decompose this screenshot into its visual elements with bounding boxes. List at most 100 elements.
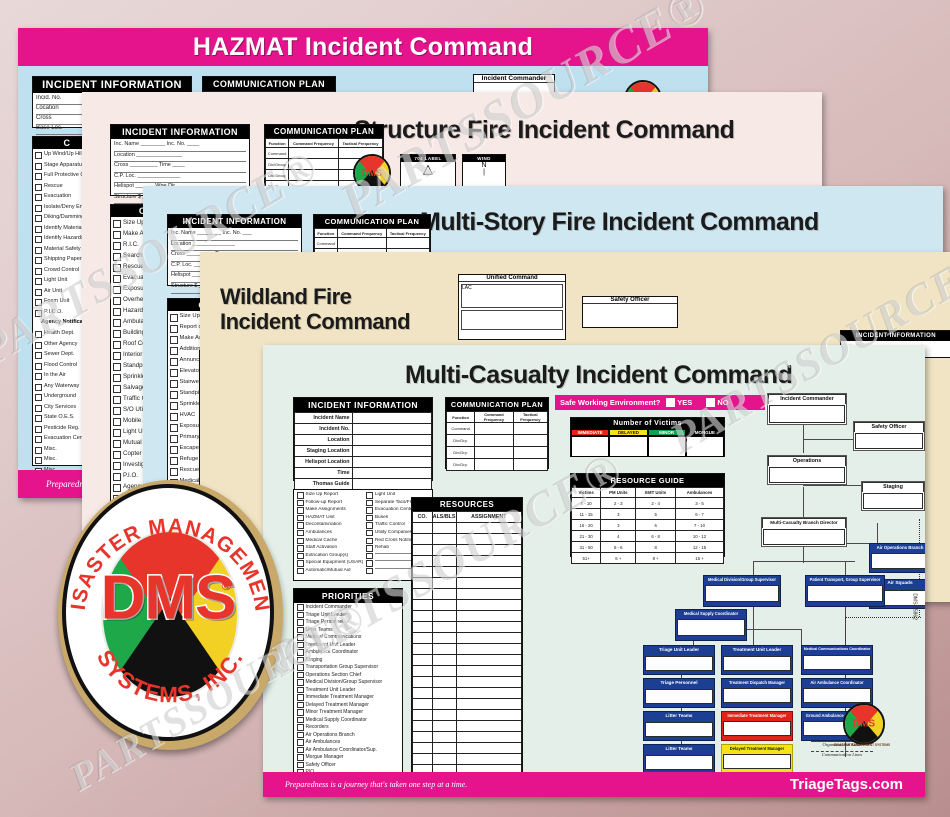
cell[interactable] — [431, 654, 457, 666]
cell[interactable] — [412, 687, 433, 699]
cell[interactable] — [455, 533, 523, 545]
checkbox-row[interactable]: R.I.C. — [113, 241, 185, 252]
cell[interactable] — [455, 610, 523, 622]
org-node-air-operations-branch[interactable]: Air Operations Branch — [869, 543, 925, 573]
checkbox-row[interactable]: Separate Tacs/Freq — [366, 499, 429, 508]
list-item[interactable]: Ambulance Coordinator — [297, 649, 399, 657]
cell[interactable] — [412, 676, 433, 688]
cell[interactable] — [431, 610, 457, 622]
org-node-litter-teams-2[interactable]: Litter Teams — [643, 744, 715, 774]
list-item[interactable]: Transportation Group Supervisor — [297, 664, 399, 672]
cell[interactable] — [455, 643, 523, 655]
checkbox-row[interactable]: Any Waterway — [35, 383, 99, 394]
checkbox-row[interactable]: Annunciator — [170, 357, 246, 368]
field-value[interactable] — [351, 423, 433, 435]
node-field[interactable] — [807, 585, 883, 603]
checkbox-row[interactable]: Mutual Aid — [113, 439, 185, 450]
cell[interactable] — [431, 676, 457, 688]
cell[interactable] — [431, 720, 457, 732]
checkbox-row[interactable]: Foam Unit — [35, 298, 99, 309]
table-row[interactable] — [412, 742, 523, 754]
checkbox-row[interactable]: Light Unit — [35, 277, 99, 288]
cell[interactable] — [455, 544, 523, 556]
table-row[interactable] — [412, 709, 523, 721]
cell[interactable] — [512, 446, 549, 459]
cell[interactable] — [412, 522, 433, 534]
checkbox-row[interactable]: Copter — [113, 450, 185, 461]
checkbox-row[interactable]: Isolate/Deny Entry — [35, 204, 99, 215]
org-node-treatment-unit-leader[interactable]: Treatment Unit Leader — [721, 645, 793, 675]
checkbox-row[interactable]: City Services — [35, 404, 99, 415]
checkbox-row[interactable]: Sprinklers — [170, 401, 246, 412]
cell[interactable] — [412, 621, 433, 633]
cell[interactable] — [431, 753, 457, 765]
node-field[interactable] — [645, 655, 713, 671]
checkbox-row[interactable]: Traffic Control — [113, 395, 185, 406]
checkbox-row[interactable]: Sewer Dept. — [35, 351, 99, 362]
cell[interactable] — [455, 566, 523, 578]
list-item[interactable]: Morgue Manager — [297, 754, 399, 762]
cell[interactable] — [412, 698, 433, 710]
table-row[interactable] — [412, 753, 523, 765]
list-item[interactable]: Delayed Treatment Manager — [297, 701, 399, 710]
cell[interactable] — [474, 422, 514, 435]
checkbox-row[interactable]: Standpipes — [113, 362, 185, 373]
cell[interactable] — [431, 687, 457, 699]
checkbox-row[interactable]: Identify Material — [35, 225, 99, 236]
cell[interactable] — [455, 753, 523, 765]
cell[interactable] — [412, 588, 433, 600]
checkbox-row[interactable]: Size Up Status — [170, 313, 246, 324]
cell[interactable] — [412, 577, 433, 589]
checkbox-row[interactable]: Shipping Papers — [35, 256, 99, 267]
cell[interactable] — [412, 599, 433, 611]
cell[interactable] — [455, 676, 523, 688]
checkbox-row[interactable]: Special Equipment (USAR) — [297, 560, 363, 568]
list-item[interactable]: Staging — [297, 656, 399, 665]
table-row[interactable] — [412, 544, 523, 556]
org-node-incident-commander[interactable]: Incident Commander — [767, 393, 847, 425]
checkbox-row[interactable]: Search — [113, 252, 185, 263]
checkbox-row[interactable]: P.I.C.O. — [35, 309, 99, 320]
cell[interactable] — [455, 522, 523, 534]
node-field[interactable] — [871, 553, 925, 570]
cell[interactable] — [412, 731, 433, 743]
list-item[interactable]: Triage Unit Leader — [297, 611, 399, 620]
checkbox-row[interactable]: S/O Utilities — [113, 406, 185, 417]
cell[interactable] — [455, 555, 523, 567]
table-row[interactable] — [412, 599, 523, 611]
victim-count-input[interactable] — [685, 436, 724, 457]
checkbox-row[interactable]: Diking/Damming — [35, 214, 99, 225]
checkbox-row[interactable]: Full Protective Clothing — [35, 172, 99, 183]
table-row[interactable] — [412, 522, 523, 534]
cell[interactable] — [412, 632, 433, 644]
cell[interactable] — [431, 621, 457, 633]
org-node-medical-division-supervisor[interactable]: Medical Division/Group Supervisor — [703, 575, 781, 607]
checkbox-row[interactable]: Medical Cache — [297, 537, 363, 546]
cell[interactable] — [512, 434, 549, 447]
no-checkbox[interactable]: NO — [706, 398, 729, 407]
checkbox-row[interactable]: HVAC — [170, 412, 246, 423]
checkbox-row[interactable] — [366, 567, 429, 576]
org-node-immediate-treatment-manager[interactable]: Immediate Treatment Manager — [721, 711, 793, 741]
checkbox-row[interactable]: Rehab — [366, 545, 429, 553]
cell[interactable] — [474, 434, 514, 447]
cell[interactable] — [455, 742, 523, 754]
checkbox-row[interactable]: Size Up Report — [297, 492, 363, 500]
cell[interactable] — [455, 709, 523, 721]
checkbox-row[interactable]: Follow-up Report — [297, 499, 363, 508]
checkbox-row[interactable]: In the Air — [35, 372, 99, 383]
checkbox-row[interactable]: Traffic Control — [366, 522, 429, 530]
table-row[interactable] — [412, 555, 523, 567]
field-value[interactable] — [351, 467, 433, 479]
org-node-medical-supply-coordinator[interactable]: Medical Supply Coordinator — [675, 609, 747, 641]
list-item[interactable]: Operations Section Chief — [297, 671, 399, 680]
node-field[interactable] — [723, 754, 791, 770]
table-row[interactable] — [412, 698, 523, 710]
checkbox-row[interactable]: Make Assignments — [297, 507, 363, 515]
checkbox-row[interactable]: Extrication Group(s) — [297, 552, 363, 561]
cell[interactable] — [412, 643, 433, 655]
cell[interactable] — [431, 533, 457, 545]
checkbox-row[interactable]: Mobile Air — [113, 417, 185, 428]
checkbox-row[interactable]: Stage Apparatus — [35, 162, 99, 173]
checkbox-row[interactable]: Investigation — [113, 461, 185, 472]
